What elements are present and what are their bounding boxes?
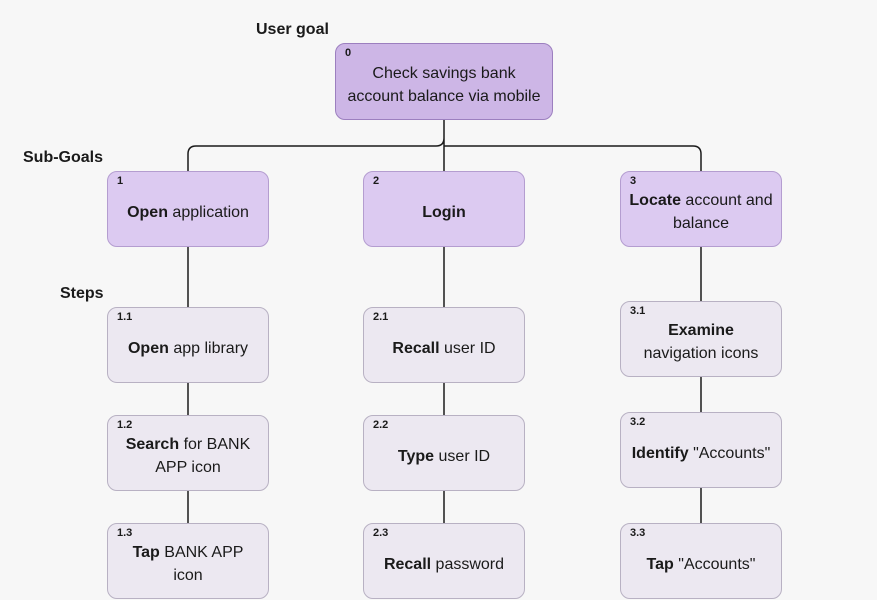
node-1.1: 1.1 Open app library [107,307,269,383]
node-text: Identify "Accounts" [631,444,771,462]
node-number: 1 [117,175,124,187]
node-number: 3.2 [630,416,646,428]
node-text: Open app library [127,339,249,357]
node-text: Locate account and balance [629,192,773,232]
node-3: 3 Locate account and balance [620,171,782,247]
label-sub-goals: Sub-Goals [23,149,104,166]
node-2: 2 Login [363,171,525,247]
node-text: Check savings bank account balance via m… [347,64,541,105]
node-number: 2.2 [373,419,389,431]
connector-root-bracket [187,119,702,171]
node-number: 1.3 [117,527,133,539]
node-number: 1.1 [117,311,133,323]
node-number: 3.3 [630,527,646,539]
node-number: 3 [630,175,637,187]
node-number: 2 [373,175,380,187]
node-text: Search for BANK APP icon [125,436,251,476]
node-3.2: 3.2 Identify "Accounts" [620,412,782,488]
node-text: Tap BANK APP icon [132,544,244,584]
node-text: Recall user ID [392,339,496,357]
node-3.3: 3.3 Tap "Accounts" [620,523,782,599]
label-steps: Steps [60,285,104,302]
node-1: 1 Open application [107,171,269,247]
node-number: 2.3 [373,527,389,539]
node-1.2: 1.2 Search for BANK APP icon [107,415,269,491]
node-2.3: 2.3 Recall password [363,523,525,599]
node-text: Recall password [383,555,505,573]
node-0: 0 Check savings bank account balance via… [335,43,553,120]
label-user-goal: User goal [256,21,329,38]
node-2.1: 2.1 Recall user ID [363,307,525,383]
node-number: 0 [345,47,352,59]
node-text: Tap "Accounts" [646,555,756,573]
node-number: 3.1 [630,305,646,317]
node-2.2: 2.2 Type user ID [363,415,525,491]
node-number: 1.2 [117,419,133,431]
node-1.3: 1.3 Tap BANK APP icon [107,523,269,599]
node-number: 2.1 [373,311,389,323]
node-text: Login [422,203,466,221]
node-text: Open application [127,203,249,221]
node-text: Type user ID [397,447,491,465]
